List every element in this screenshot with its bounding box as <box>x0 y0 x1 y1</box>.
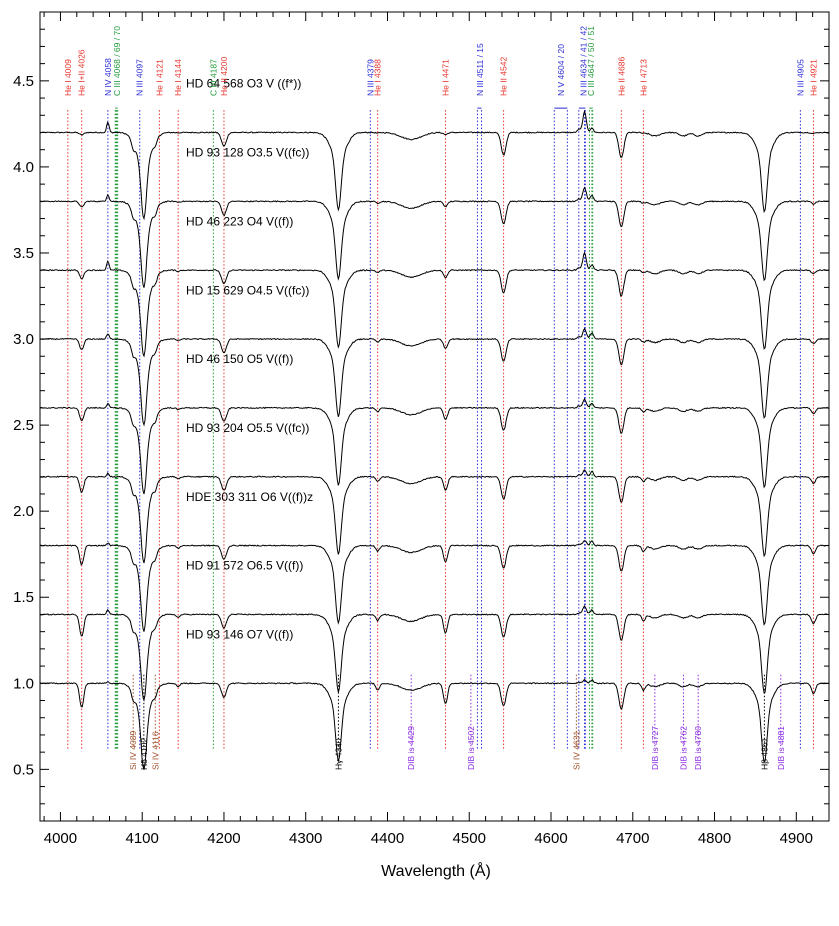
top-line-label: He I+II 4026 <box>77 49 87 96</box>
bottom-line-label: DIB is 4881 <box>776 726 786 770</box>
y-tick-label: 2.5 <box>13 417 34 434</box>
x-tick-label: 4400 <box>371 830 404 847</box>
star-label: HD 93 204 O5.5 V((fc)) <box>186 421 309 435</box>
star-label: HD 93 128 O3.5 V((fc)) <box>186 146 309 160</box>
spectrum-line <box>39 327 829 427</box>
bottom-line-label: Si IV 4631 <box>571 731 581 770</box>
top-line-label: He I 4009 <box>63 59 73 96</box>
top-line-label: N V 4604 / 20 <box>556 44 566 96</box>
y-tick-label: 0.5 <box>13 761 34 778</box>
bottom-line-label: DIB is 4727 <box>650 726 660 770</box>
x-tick-label: 4100 <box>126 830 159 847</box>
star-label: HD 15 629 O4.5 V((fc)) <box>186 283 309 297</box>
top-line-label: N III 4379 <box>365 59 375 96</box>
bottom-line-label: DIB is 4502 <box>466 726 476 770</box>
top-line-label: He I 4121 <box>154 59 164 96</box>
y-tick-label: 3.5 <box>13 245 34 262</box>
spectrum-line <box>39 469 829 564</box>
top-line-label: N III 4097 <box>135 59 145 96</box>
top-line-label: He I 4713 <box>638 59 648 96</box>
x-tick-label: 4200 <box>207 830 240 847</box>
top-line-label: N III 4634 / 41 / 42 <box>579 26 589 96</box>
x-axis-title: Wavelength (Å) <box>381 861 491 880</box>
top-line-label: He II 4200 <box>219 57 229 96</box>
top-line-label: He I 4471 <box>441 59 451 96</box>
spectrum-line <box>39 605 830 702</box>
y-tick-label: 3.0 <box>13 331 34 348</box>
star-label: HD 91 572 O6.5 V((f)) <box>186 559 303 573</box>
star-label: HD 46 150 O5 V((f)) <box>186 352 293 366</box>
bottom-line-label: Hβ 4861 <box>759 737 769 770</box>
y-tick-label: 2.0 <box>13 503 34 520</box>
y-tick-label: 1.5 <box>13 589 34 606</box>
top-line-label: C III 4647 / 50 / 51 <box>586 26 596 96</box>
spectra-series <box>39 109 830 770</box>
top-line-label: He I 4921 <box>808 59 818 96</box>
spectrum-line <box>39 678 830 770</box>
star-label: HD 46 223 O4 V((f)) <box>186 214 293 228</box>
bottom-line-label: DIB is 4780 <box>693 726 703 770</box>
spectrum-line <box>39 540 829 632</box>
star-label: HD 93 146 O7 V((f)) <box>186 628 293 642</box>
top-line-label: He I 4388 <box>373 59 383 96</box>
x-tick-label: 4500 <box>453 830 486 847</box>
bottom-line-label: Hγ 4340 <box>333 738 343 770</box>
star-label: HD 64 568 O3 V ((f*)) <box>186 77 301 91</box>
x-tick-label: 4900 <box>780 830 813 847</box>
star-labels: HD 64 568 O3 V ((f*)) HD 93 128 O3.5 V((f… <box>186 77 313 642</box>
spectrum-line <box>39 109 829 221</box>
spectrum-line <box>39 186 830 288</box>
top-line-label: He II 4686 <box>616 57 626 96</box>
spectrum-line <box>39 397 829 495</box>
top-line-label: N III 4511 / 15 <box>475 43 485 96</box>
x-tick-label: 4000 <box>44 830 77 847</box>
bottom-line-label: Si IV 4116 <box>150 731 160 770</box>
top-line-label: He II 4542 <box>499 57 509 96</box>
plot-frame <box>39 11 830 822</box>
y-tick-label: 4.5 <box>13 73 34 90</box>
top-line-label: C III 4068 / 69 / 70 <box>112 26 122 96</box>
y-tick-label: 1.0 <box>13 675 34 692</box>
x-tick-label: 4800 <box>698 830 731 847</box>
bottom-line-label: Hδ 4102 <box>139 738 149 770</box>
x-tick-label: 4700 <box>616 830 649 847</box>
top-line-label: N III 4905 <box>795 59 805 96</box>
x-tick-label: 4600 <box>534 830 567 847</box>
x-tick-label: 4300 <box>289 830 322 847</box>
y-tick-label: 4.0 <box>13 159 34 176</box>
bottom-line-label: DIB is 4429 <box>406 726 416 770</box>
bottom-line-label: DIB is 4762 <box>678 726 688 770</box>
bottom-line-label: Si IV 4089 <box>128 731 138 770</box>
axes: 4000 4100 4200 4300 4400 4500 4600 4700 4800 4900… <box>13 11 830 847</box>
top-line-label: He I 4144 <box>173 59 183 96</box>
top-line-label: C III 4187 <box>208 59 218 96</box>
spectrum-line <box>39 251 829 358</box>
line-markers <box>67 107 814 749</box>
star-label: HDE 303 311 O6 V((f))z <box>186 490 313 504</box>
top-line-label: N IV 4058 <box>103 58 113 96</box>
